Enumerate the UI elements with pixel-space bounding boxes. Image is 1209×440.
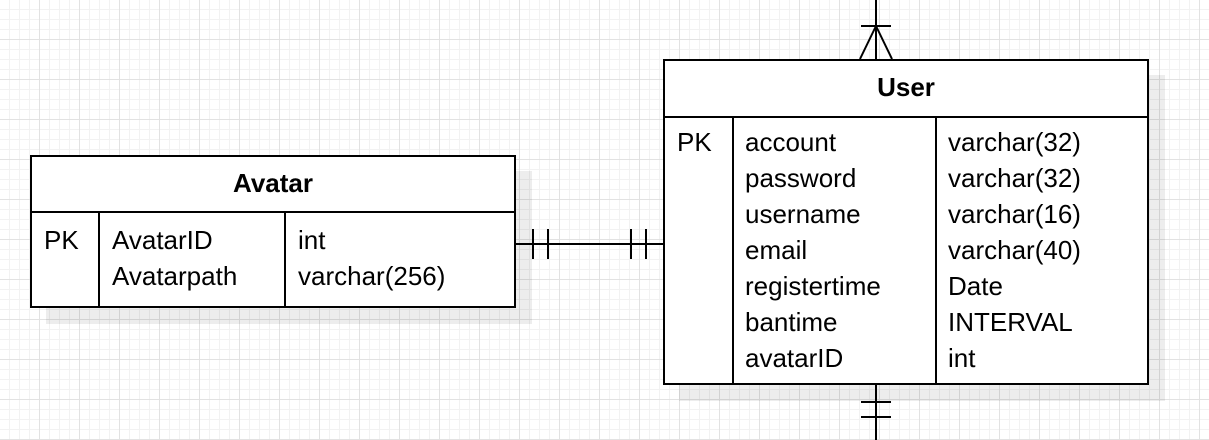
field-name-column: AvatarID Avatarpath [100,213,286,306]
field-type: int [298,225,326,255]
field-name: account [745,127,837,157]
field-name: username [745,199,861,229]
field-type-column: int varchar(256) [286,213,514,306]
field-type: varchar(32) [948,127,1081,157]
entity-title: Avatar [32,157,514,213]
field-name: password [745,163,857,193]
avatar-user-relationship[interactable] [516,229,663,259]
field-type: varchar(40) [948,235,1081,265]
field-type: varchar(32) [948,163,1081,193]
field-name: avatarID [745,343,844,373]
user-bottom-relationship[interactable] [861,385,891,440]
crows-foot-right [875,25,893,60]
entity-title: User [665,61,1147,118]
pk-label: PK [677,127,712,157]
field-type-column: varchar(32) varchar(32) varchar(16) varc… [937,118,1147,383]
field-type: INTERVAL [948,307,1073,337]
field-type: varchar(16) [948,199,1081,229]
field-name: email [745,235,808,265]
field-type: int [948,343,976,373]
entity-user[interactable]: User PK account password username email … [663,59,1149,385]
field-type: Date [948,271,1003,301]
key-column: PK [665,118,734,383]
crows-foot-left [859,25,877,60]
pk-label: PK [44,225,79,255]
user-top-relationship[interactable] [859,0,893,60]
field-name-column: account password username email register… [734,118,937,383]
field-name: Avatarpath [112,261,238,291]
field-name: bantime [745,307,838,337]
entity-avatar[interactable]: Avatar PK AvatarID Avatarpath int varcha… [30,155,516,308]
field-name: registertime [745,271,881,301]
field-name: AvatarID [112,225,213,255]
key-column: PK [32,213,100,306]
field-type: varchar(256) [298,261,446,291]
